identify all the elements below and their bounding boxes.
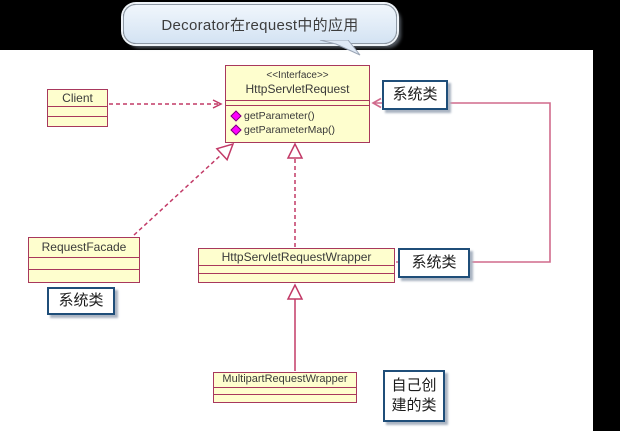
- note-label-system-class-top: 系统类: [382, 80, 448, 110]
- class-box-multipartrequestwrapper: MultipartRequestWrapper: [213, 372, 357, 403]
- class-box-httpservletrequestwrapper: HttpServletRequestWrapper: [198, 248, 395, 283]
- annotation-arrowhead-icon: [371, 97, 382, 109]
- method-label: getParameterMap(): [244, 124, 336, 136]
- private-method-icon: [230, 110, 242, 122]
- banner-callout: Decorator在request中的应用: [123, 4, 397, 44]
- private-method-icon: [230, 124, 242, 136]
- operations-compartment: getParameter() getParameterMap(): [226, 106, 369, 142]
- attributes-compartment: [199, 266, 394, 274]
- class-name: HttpServletRequest: [245, 81, 350, 96]
- note-label-system-class-left: 系统类: [47, 287, 115, 315]
- note-label-system-class-mid: 系统类: [398, 248, 470, 278]
- dependency-arrowhead-icon: [212, 99, 223, 109]
- class-title: <<Interface>> HttpServletRequest: [226, 66, 369, 101]
- method-row: getParameterMap(): [230, 123, 365, 137]
- class-name: HttpServletRequestWrapper: [199, 249, 394, 266]
- attributes-compartment: [214, 388, 356, 395]
- generalization-triangle-icon: [286, 283, 304, 300]
- right-black-band: [593, 0, 620, 431]
- operations-compartment: [29, 270, 139, 282]
- class-name: RequestFacade: [29, 238, 139, 258]
- realization-line-requestfacade: [133, 153, 223, 236]
- class-box-client: Client: [47, 89, 108, 127]
- class-name: MultipartRequestWrapper: [214, 373, 356, 388]
- stereotype-label: <<Interface>>: [266, 69, 329, 81]
- attributes-compartment: [226, 101, 369, 106]
- banner-tail-icon: [319, 40, 361, 56]
- class-name: Client: [48, 90, 107, 107]
- method-row: getParameter(): [230, 109, 365, 123]
- attributes-compartment: [29, 258, 139, 270]
- banner-title: Decorator在request中的应用: [161, 16, 359, 34]
- attributes-compartment: [48, 107, 107, 117]
- realization-triangle-icon: [286, 142, 304, 159]
- class-box-httpservletrequest: <<Interface>> HttpServletRequest getPara…: [225, 65, 370, 143]
- realization-triangle-icon: [215, 142, 235, 162]
- operations-compartment: [48, 117, 107, 126]
- note-label-self-created-class: 自己创建的类: [383, 370, 445, 422]
- operations-compartment: [214, 395, 356, 402]
- operations-compartment: [199, 274, 394, 282]
- method-label: getParameter(): [244, 110, 315, 122]
- class-box-requestfacade: RequestFacade: [28, 237, 140, 283]
- annotation-connector-line: [373, 102, 551, 263]
